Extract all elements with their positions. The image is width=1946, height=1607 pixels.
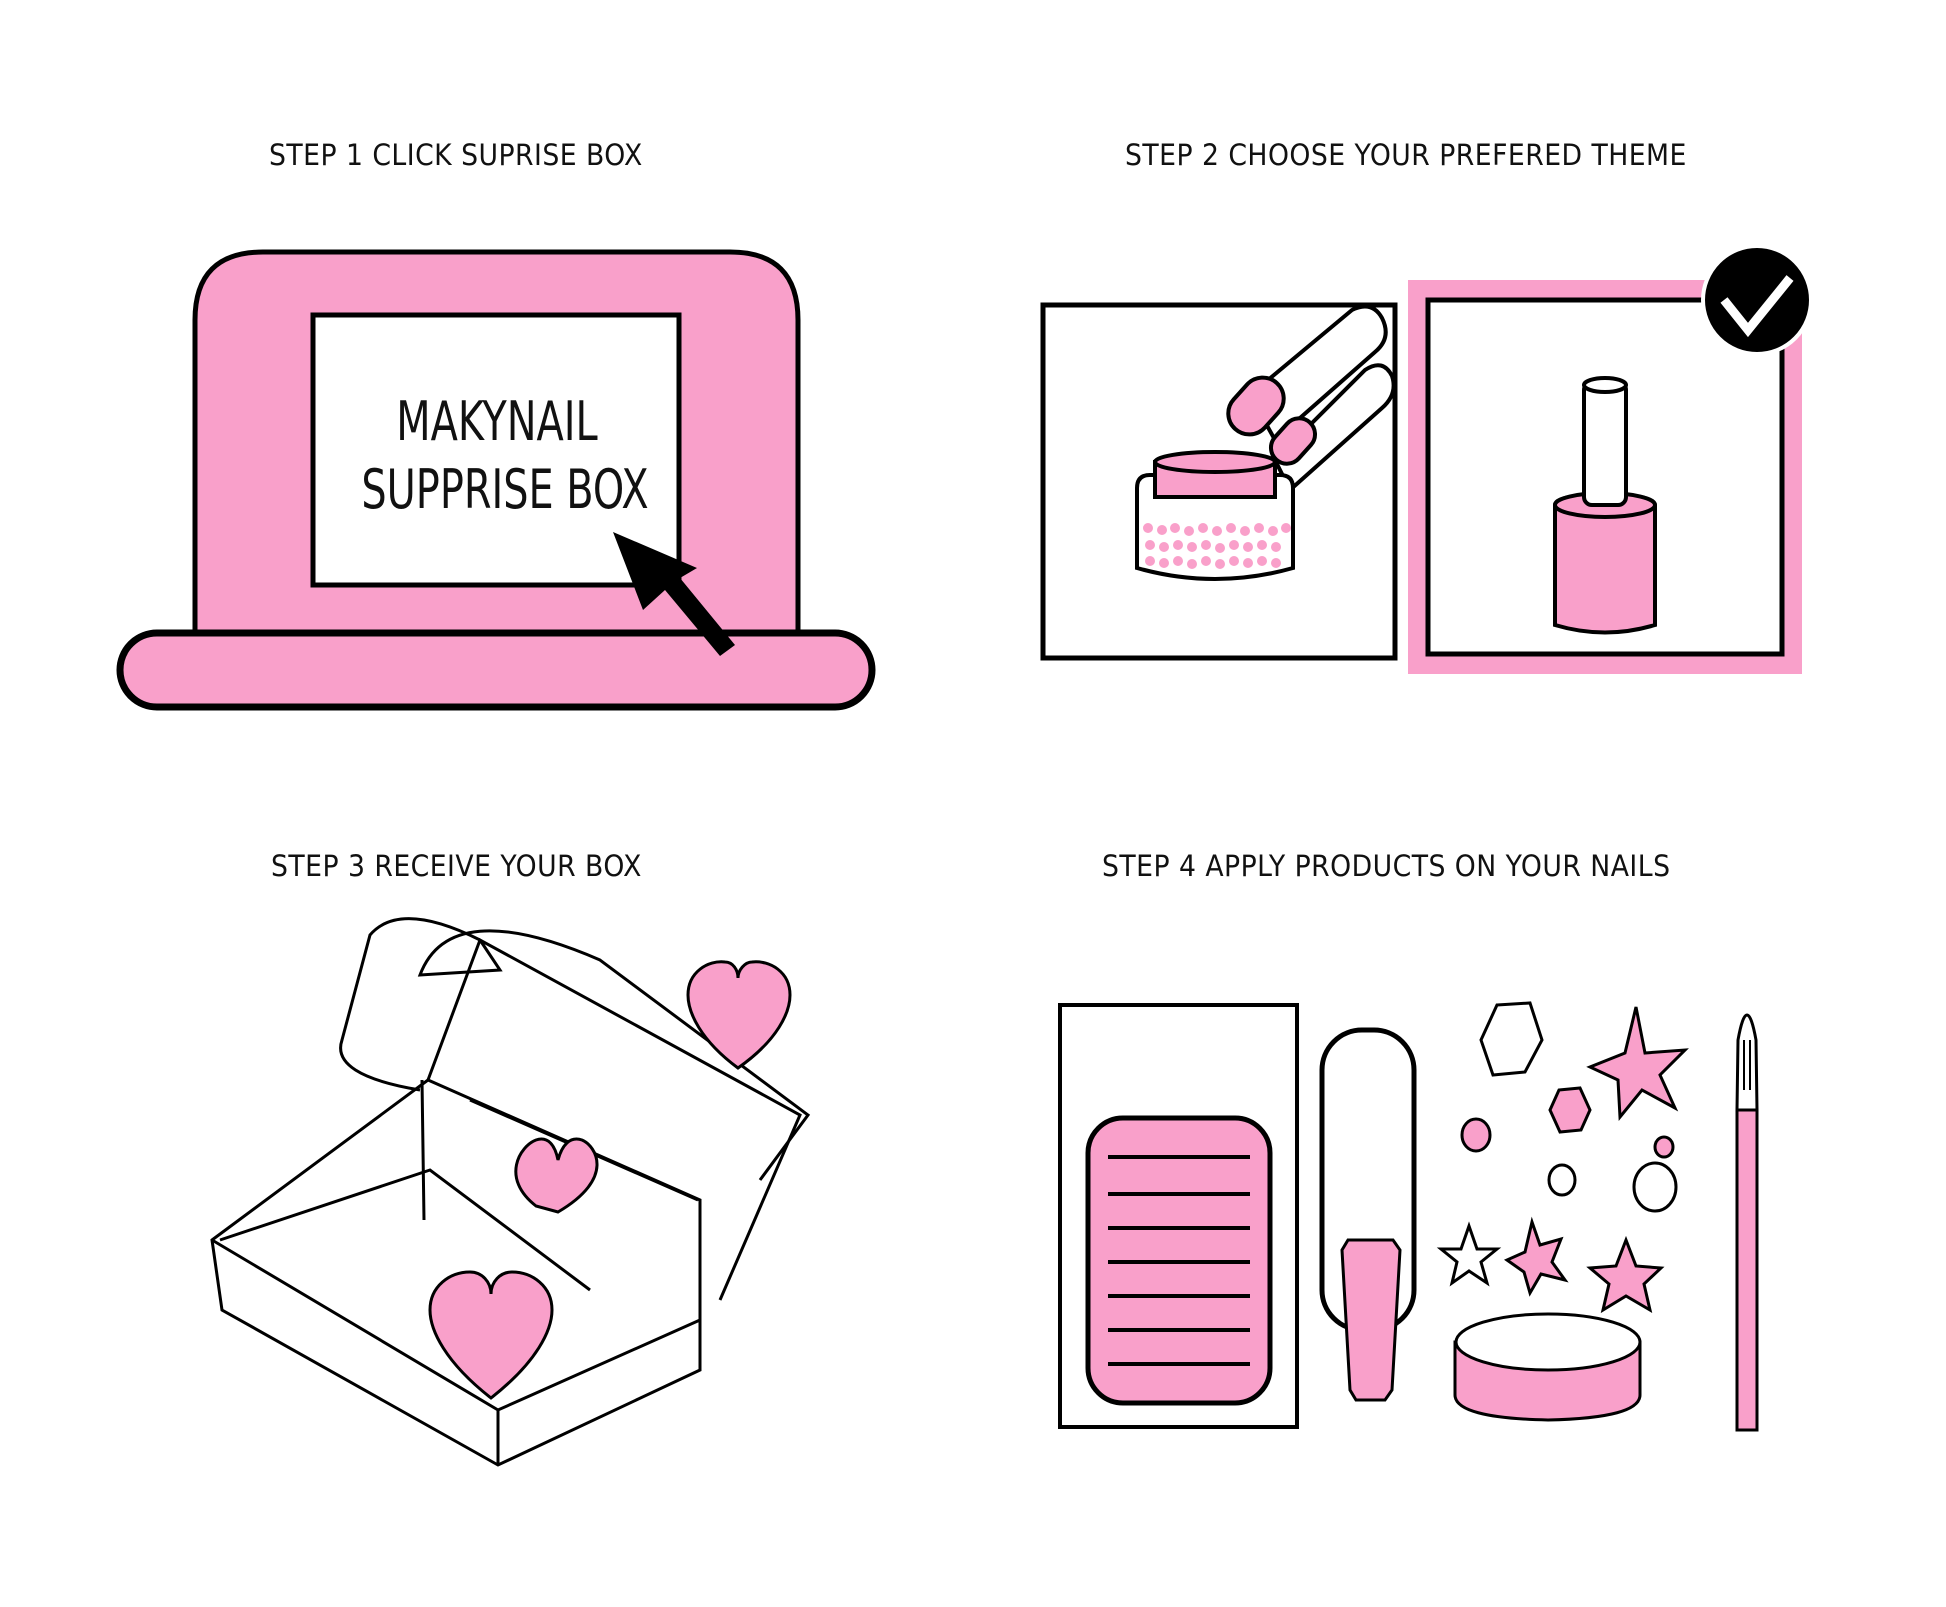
step-3-title: STEP 3 RECEIVE YOUR BOX — [271, 849, 642, 883]
checkmark-icon — [1701, 244, 1813, 356]
theme-option-powder[interactable] — [1040, 302, 1398, 661]
glitter-shapes-icon — [1436, 1001, 1689, 1314]
press-on-nail-icon — [1340, 1238, 1402, 1402]
step-2-title: STEP 2 CHOOSE YOUR PREFERED THEME — [1125, 138, 1687, 172]
screen-text-line2: SUPPRISE BOX — [361, 458, 648, 521]
step-1-title: STEP 1 CLICK SUPRISE BOX — [269, 138, 643, 172]
theme-option-polish-selected[interactable] — [1408, 244, 1813, 674]
screen-text-line1: MAKYNAIL — [396, 390, 598, 453]
heart-icons — [428, 960, 792, 1400]
powder-jar-icon — [1135, 450, 1295, 581]
nail-polish-bottle-icon — [1553, 376, 1657, 635]
nail-products-icon — [1058, 1001, 1759, 1432]
nail-brush-icon — [1735, 1013, 1759, 1432]
powder-container-icon — [1453, 1312, 1642, 1422]
fingers-icon — [1226, 304, 1396, 494]
cursor-arrow-icon — [613, 532, 735, 656]
laptop-icon[interactable]: MAKYNAIL SUPPRISE BOX — [116, 249, 876, 711]
step-4-title: STEP 4 APPLY PRODUCTS ON YOUR NAILS — [1102, 849, 1671, 883]
laptop-base — [116, 629, 876, 711]
